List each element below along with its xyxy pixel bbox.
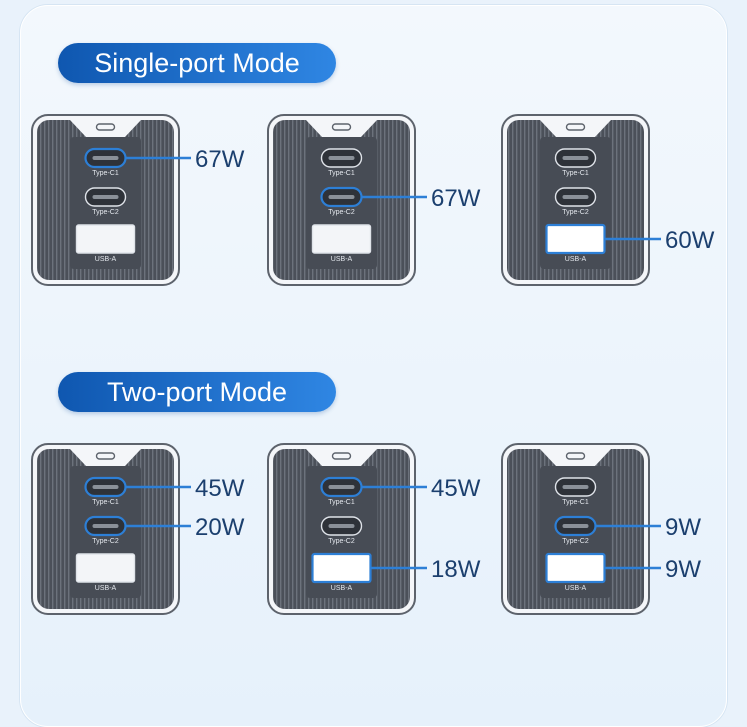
charger-top-notch [70,120,141,137]
port-label: Type-C1 [92,170,119,177]
usb-c-tongue [562,524,589,528]
usb-a-port [311,224,372,254]
usb-a-port [545,552,606,584]
usb-c-tongue [92,195,119,199]
charger-top-notch [540,120,611,137]
port-label: Type-C1 [92,499,119,506]
usb-c-tongue [328,195,355,199]
usb-c-tongue [562,156,589,160]
section-title-two-port: Two-port Mode [58,372,336,412]
usb-c-tongue [92,524,119,528]
usb-c-tongue [562,195,589,199]
usb-c-tongue [92,156,119,160]
port-label: Type-C2 [92,538,119,545]
indicator-light [331,452,352,460]
wattage-label: 60W [665,227,715,254]
usb-c-tongue [562,485,589,489]
port-label: USB-A [95,256,117,263]
port-label: USB-A [565,585,587,592]
usb-c-tongue [328,485,355,489]
port-label: USB-A [565,256,587,263]
wattage-label: 9W [665,514,701,541]
wattage-label: 45W [431,475,481,502]
wattage-label: 67W [431,185,481,212]
usb-a-port [311,552,372,584]
port-label: USB-A [331,585,353,592]
port-label: Type-C2 [562,209,589,216]
wattage-label: 20W [195,514,245,541]
port-label: Type-C1 [562,499,589,506]
usb-a-port [75,553,136,583]
usb-c-tongue [92,485,119,489]
port-label: Type-C1 [562,170,589,177]
port-label: Type-C2 [92,209,119,216]
usb-a-port [75,224,136,254]
section-title-single-port: Single-port Mode [58,43,336,83]
indicator-light [331,123,352,131]
indicator-light [565,123,586,131]
usb-c-tongue [328,156,355,160]
charger-top-notch [306,449,377,466]
wattage-label: 9W [665,556,701,583]
port-label: Type-C2 [562,538,589,545]
wattage-label: 67W [195,146,245,173]
indicator-light [95,123,116,131]
wattage-label: 45W [195,475,245,502]
usb-a-port [545,223,606,255]
usb-c-tongue [328,524,355,528]
port-label: Type-C1 [328,499,355,506]
port-label: USB-A [331,256,353,263]
charger-top-notch [70,449,141,466]
charger-device: Type-C1 45W Type-C2 20W USB-A [31,443,245,615]
charger-top-notch [306,120,377,137]
indicator-light [565,452,586,460]
charger-diagram: Type-C167WType-C2USB-AType-C1Type-C267WU… [31,114,715,615]
charger-top-notch [540,449,611,466]
port-label: Type-C2 [328,538,355,545]
indicator-light [95,452,116,460]
port-label: Type-C2 [328,209,355,216]
port-label: Type-C1 [328,170,355,177]
wattage-label: 18W [431,556,481,583]
port-label: USB-A [95,585,117,592]
